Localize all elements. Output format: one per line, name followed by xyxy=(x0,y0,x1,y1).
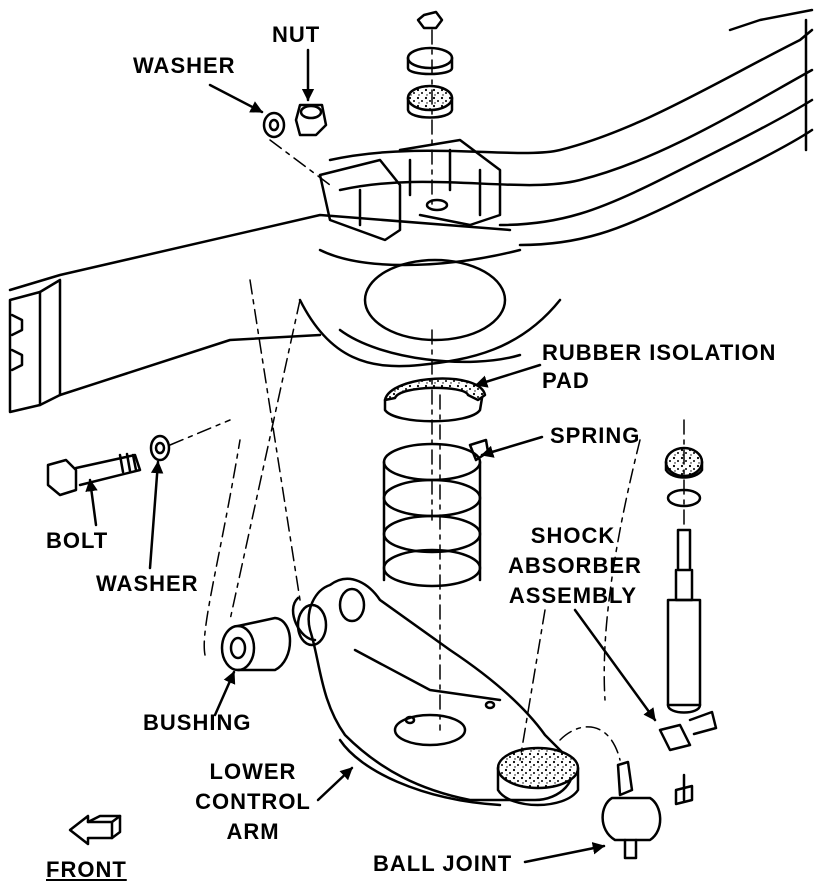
lower-control-arm xyxy=(291,577,574,807)
label-rubber-isolation-pad-line2: PAD xyxy=(542,368,590,393)
label-rubber-isolation-pad-line1: RUBBER ISOLATION xyxy=(542,340,777,365)
label-front: FRONT xyxy=(46,857,127,882)
bushing xyxy=(203,439,328,672)
ball-joint xyxy=(559,726,662,860)
frame-rail xyxy=(8,213,562,414)
label-spring: SPRING xyxy=(550,423,641,448)
shock-absorber xyxy=(603,419,718,806)
alignment-lines xyxy=(229,279,546,761)
label-lower-control-arm-line2: CONTROL xyxy=(195,789,311,814)
label-lower-control-arm-line3: ARM xyxy=(226,819,280,844)
label-washer-bottom: WASHER xyxy=(96,571,199,596)
label-washer-top: WASHER xyxy=(133,53,236,78)
label-lower-control-arm-line1: LOWER xyxy=(209,759,297,784)
label-bushing: BUSHING xyxy=(143,710,252,735)
ball-joint-seat xyxy=(496,746,580,807)
front-arrow-icon xyxy=(68,814,122,846)
upper-shock-mount xyxy=(406,10,454,211)
label-shock-line1: SHOCK xyxy=(530,523,616,548)
bolt-and-washer xyxy=(46,419,231,497)
label-bolt: BOLT xyxy=(46,528,109,553)
coil-spring xyxy=(382,438,490,588)
washer-nut-top xyxy=(262,103,331,186)
spring-tower xyxy=(318,138,507,342)
label-ball-joint: BALL JOINT xyxy=(373,851,513,876)
rubber-isolation-pad xyxy=(383,329,487,521)
callout-arrows xyxy=(85,48,657,864)
label-shock-line2: ABSORBER xyxy=(508,553,642,578)
label-nut: NUT xyxy=(272,22,321,47)
frame-crossmember xyxy=(328,8,814,247)
label-shock-line3: ASSEMBLY xyxy=(508,583,638,608)
